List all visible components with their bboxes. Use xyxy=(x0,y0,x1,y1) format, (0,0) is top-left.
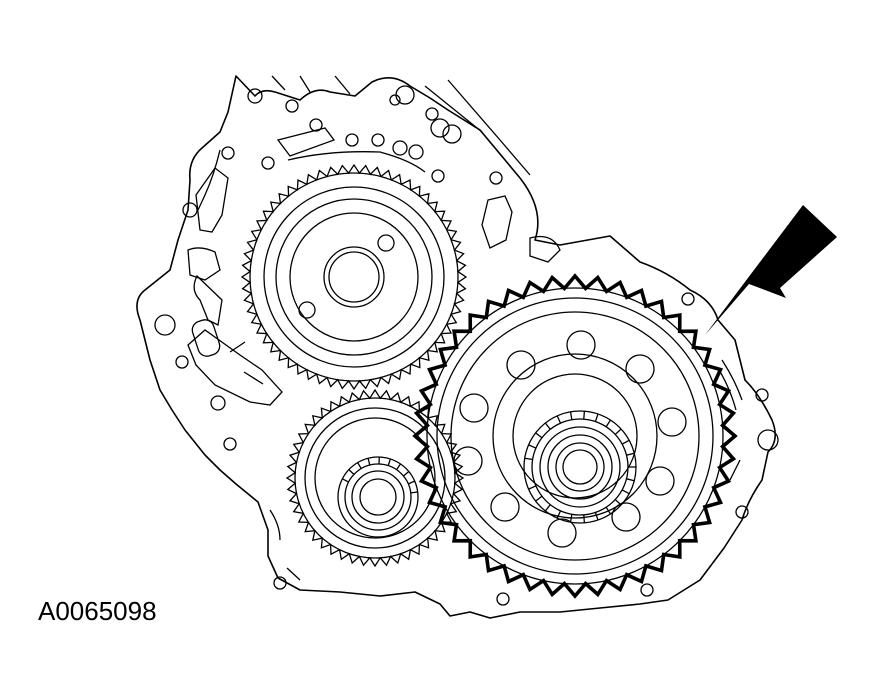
callout-arrow-icon xyxy=(705,205,837,335)
case-bolt-holes xyxy=(154,85,779,606)
differential-ring-gear xyxy=(412,273,738,599)
lower-gear xyxy=(285,388,465,568)
case-outline xyxy=(136,75,776,619)
gear-set xyxy=(240,163,738,599)
upper-gear xyxy=(240,163,468,391)
figure-id-label: A0065098 xyxy=(38,596,157,626)
